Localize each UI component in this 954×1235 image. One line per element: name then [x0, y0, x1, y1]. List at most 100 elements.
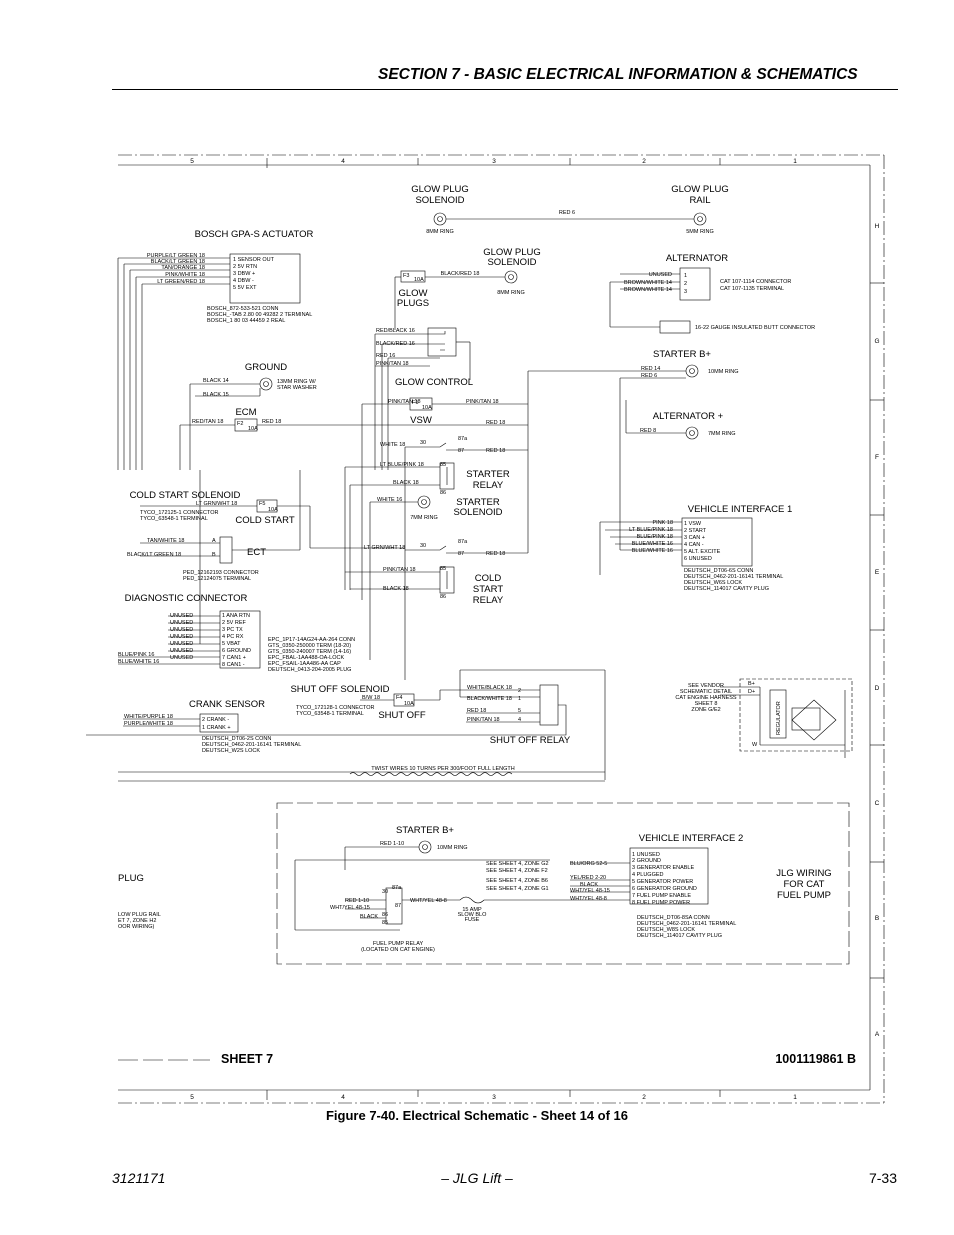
wire-label: TAN/WHITE 18 — [147, 538, 185, 544]
zone-label-side: H — [875, 223, 880, 230]
wire-label: BLU/ORG 52-5 — [570, 861, 607, 867]
wire-label: BLACK 18 — [393, 480, 419, 486]
zone-label-side: E — [875, 569, 880, 576]
pin-label: 2 START — [684, 528, 707, 534]
part-note: DEUTSCH_W8S LOCK — [637, 927, 695, 933]
starter-b-plus-label: STARTER B+ — [653, 349, 711, 360]
wire-label: RED 6 — [559, 210, 575, 216]
part-note: 16-22 GAUGE INSULATED BUTT CONNECTOR — [695, 325, 815, 331]
wire-label: PINK/TAN 18 — [467, 717, 500, 723]
part-note: CAT 107-1114 CONNECTOR — [720, 279, 791, 285]
pin-label: 5 VBAT — [222, 641, 241, 647]
fuse-rating: 10A — [414, 277, 424, 283]
part-note: TYCO_172128-1 CONNECTOR — [296, 705, 374, 711]
pin-label: 1 SENSOR OUT — [233, 257, 275, 263]
part-note: TYCO_63548-1 TERMINAL — [296, 711, 364, 717]
cold-start-solenoid-label: COLD START SOLENOID — [130, 490, 241, 501]
part-note: EPC_FBAL-1AA488-OA-LOCK — [268, 655, 344, 661]
wire-label: RED 18 — [467, 708, 486, 714]
zone-label-side: A — [875, 1031, 880, 1038]
wire-label: BLUE/WHITE 16 — [632, 541, 673, 547]
glow-plug-solenoid-label: SOLENOID — [415, 195, 464, 206]
part-note: DEUTSCH_DT06-6S CONN — [684, 568, 753, 574]
wire-label: RED 18 — [486, 448, 505, 454]
part-note: GTS_0350-240007 TERM (14-16) — [268, 649, 351, 655]
part-note: DEUTSCH_0462-201-16141 TERMINAL — [637, 921, 736, 927]
pin-label: 3 CAN + — [684, 535, 705, 541]
wire-label: PINK/WHITE 18 — [165, 272, 205, 278]
pin-label: 6 UNUSED — [684, 556, 712, 562]
wire-label: WHITE/BLACK 18 — [467, 685, 512, 691]
fuse-label: F5 — [259, 501, 265, 507]
part-note: TYCO_172125-1 CONNECTOR — [140, 510, 218, 516]
wire-label: PINK 18 — [653, 520, 673, 526]
ring-label: 7MM RING — [708, 431, 736, 437]
part-note: DEUTSCH_114017 CAVITY PLUG — [684, 586, 769, 592]
section-title: SECTION 7 - BASIC ELECTRICAL INFORMATION… — [378, 66, 858, 83]
wire-label: LT BLUE/PINK 18 — [629, 527, 673, 533]
wire-label: BLACK 14 — [203, 378, 229, 384]
relay-pin: 87 — [458, 448, 464, 454]
vendor-note: CAT ENGINE HARNESS — [675, 695, 737, 701]
wire-label: UNUSED — [649, 272, 672, 278]
part-note: TYCO_63548-1 TERMINAL — [140, 516, 208, 522]
twist-wires-note: TWIST WIRES 10 TURNS PER 300/FOOT FULL L… — [371, 766, 514, 772]
fuse-label: F2 — [237, 421, 243, 427]
relay-pin: 86 — [440, 594, 446, 600]
part-note: DEUTSCH_W2S LOCK — [202, 748, 260, 754]
vsw-label: VSW — [410, 415, 432, 426]
starter-relay-label: RELAY — [473, 480, 504, 491]
wire-label: BLUE/PINK 18 — [637, 534, 673, 540]
wire-label: RED 16 — [376, 353, 395, 359]
starter-solenoid-label: STARTER — [456, 497, 500, 508]
pin-label: 8 FUEL PUMP POWER — [632, 900, 690, 906]
shut-off-solenoid-label: SHUT OFF SOLENOID — [290, 684, 389, 695]
zone-label-side: C — [875, 800, 880, 807]
sheet-ref: SEE SHEET 4, ZONE B6 — [486, 878, 548, 884]
zone-label-top: 4 — [341, 158, 345, 165]
zone-label-bottom: 4 — [341, 1094, 345, 1101]
fuse-note: 15 AMP — [462, 907, 482, 913]
vendor-note: SCHEMATIC DETAIL — [680, 689, 732, 695]
glow-control-label: GLOW CONTROL — [395, 377, 473, 388]
wire-label: B/W 18 — [362, 695, 380, 701]
pin-label: 1 CRANK + — [202, 725, 231, 731]
wire-label: TAN/ORANGE 18 — [161, 265, 205, 271]
wire-label: LT GRN/WHT 18 — [196, 501, 237, 507]
fuse-note: FUSE — [465, 917, 480, 923]
part-note: GTS_0350-250000 TERM (18-20) — [268, 643, 351, 649]
vendor-note: SHEET 8 — [695, 701, 718, 707]
relay-pin: 85 — [440, 566, 446, 572]
relay-pin: 86 — [440, 490, 446, 496]
pin-label: 3 PC TX — [222, 627, 243, 633]
wire-label: BLACK/LT GREEN 18 — [127, 552, 181, 558]
crank-sensor-label: CRANK SENSOR — [189, 699, 265, 710]
ground-label: GROUND — [245, 362, 287, 373]
plug-label: PLUG — [118, 873, 144, 884]
relay-pin: 87a — [458, 436, 468, 442]
fuse-rating: 10A — [248, 426, 258, 432]
relay-pin: 4 — [518, 717, 521, 723]
pin-label: 6 GROUND — [222, 648, 251, 654]
vendor-note: SEE VENDOR — [688, 683, 724, 689]
pin-label: 3 — [684, 289, 687, 295]
pin-label: 1 ANA RTN — [222, 613, 250, 619]
wire-label: YEL/RED 2-20 — [570, 875, 606, 881]
part-note: DEUTSCH_DT06-2S CONN — [202, 736, 271, 742]
part-note: BOSCH_-TAB 2.80 00 49282 2 TERMINAL — [207, 312, 312, 318]
zone-label-side: G — [874, 338, 879, 345]
fuse-label: F3 — [403, 273, 409, 279]
wire-label: BLUE/WHITE 16 — [632, 548, 673, 554]
pin-label: 6 GENERATOR GROUND — [632, 886, 697, 892]
terminal-label: D+ — [748, 689, 755, 695]
wire-label: WHT/YEL 48-15 — [570, 888, 610, 894]
starter-b-plus-label: STARTER B+ — [396, 825, 454, 836]
wire-label: RED 6 — [641, 373, 657, 379]
ring-label: 10MM RING — [708, 369, 739, 375]
ring-label: 8MM RING — [497, 290, 525, 296]
fuse-label: F4 — [396, 695, 402, 701]
ring-label: 5MM RING — [686, 229, 714, 235]
footer-doc-number: 3121171 — [112, 1170, 166, 1186]
wire-label: RED 8 — [640, 428, 656, 434]
